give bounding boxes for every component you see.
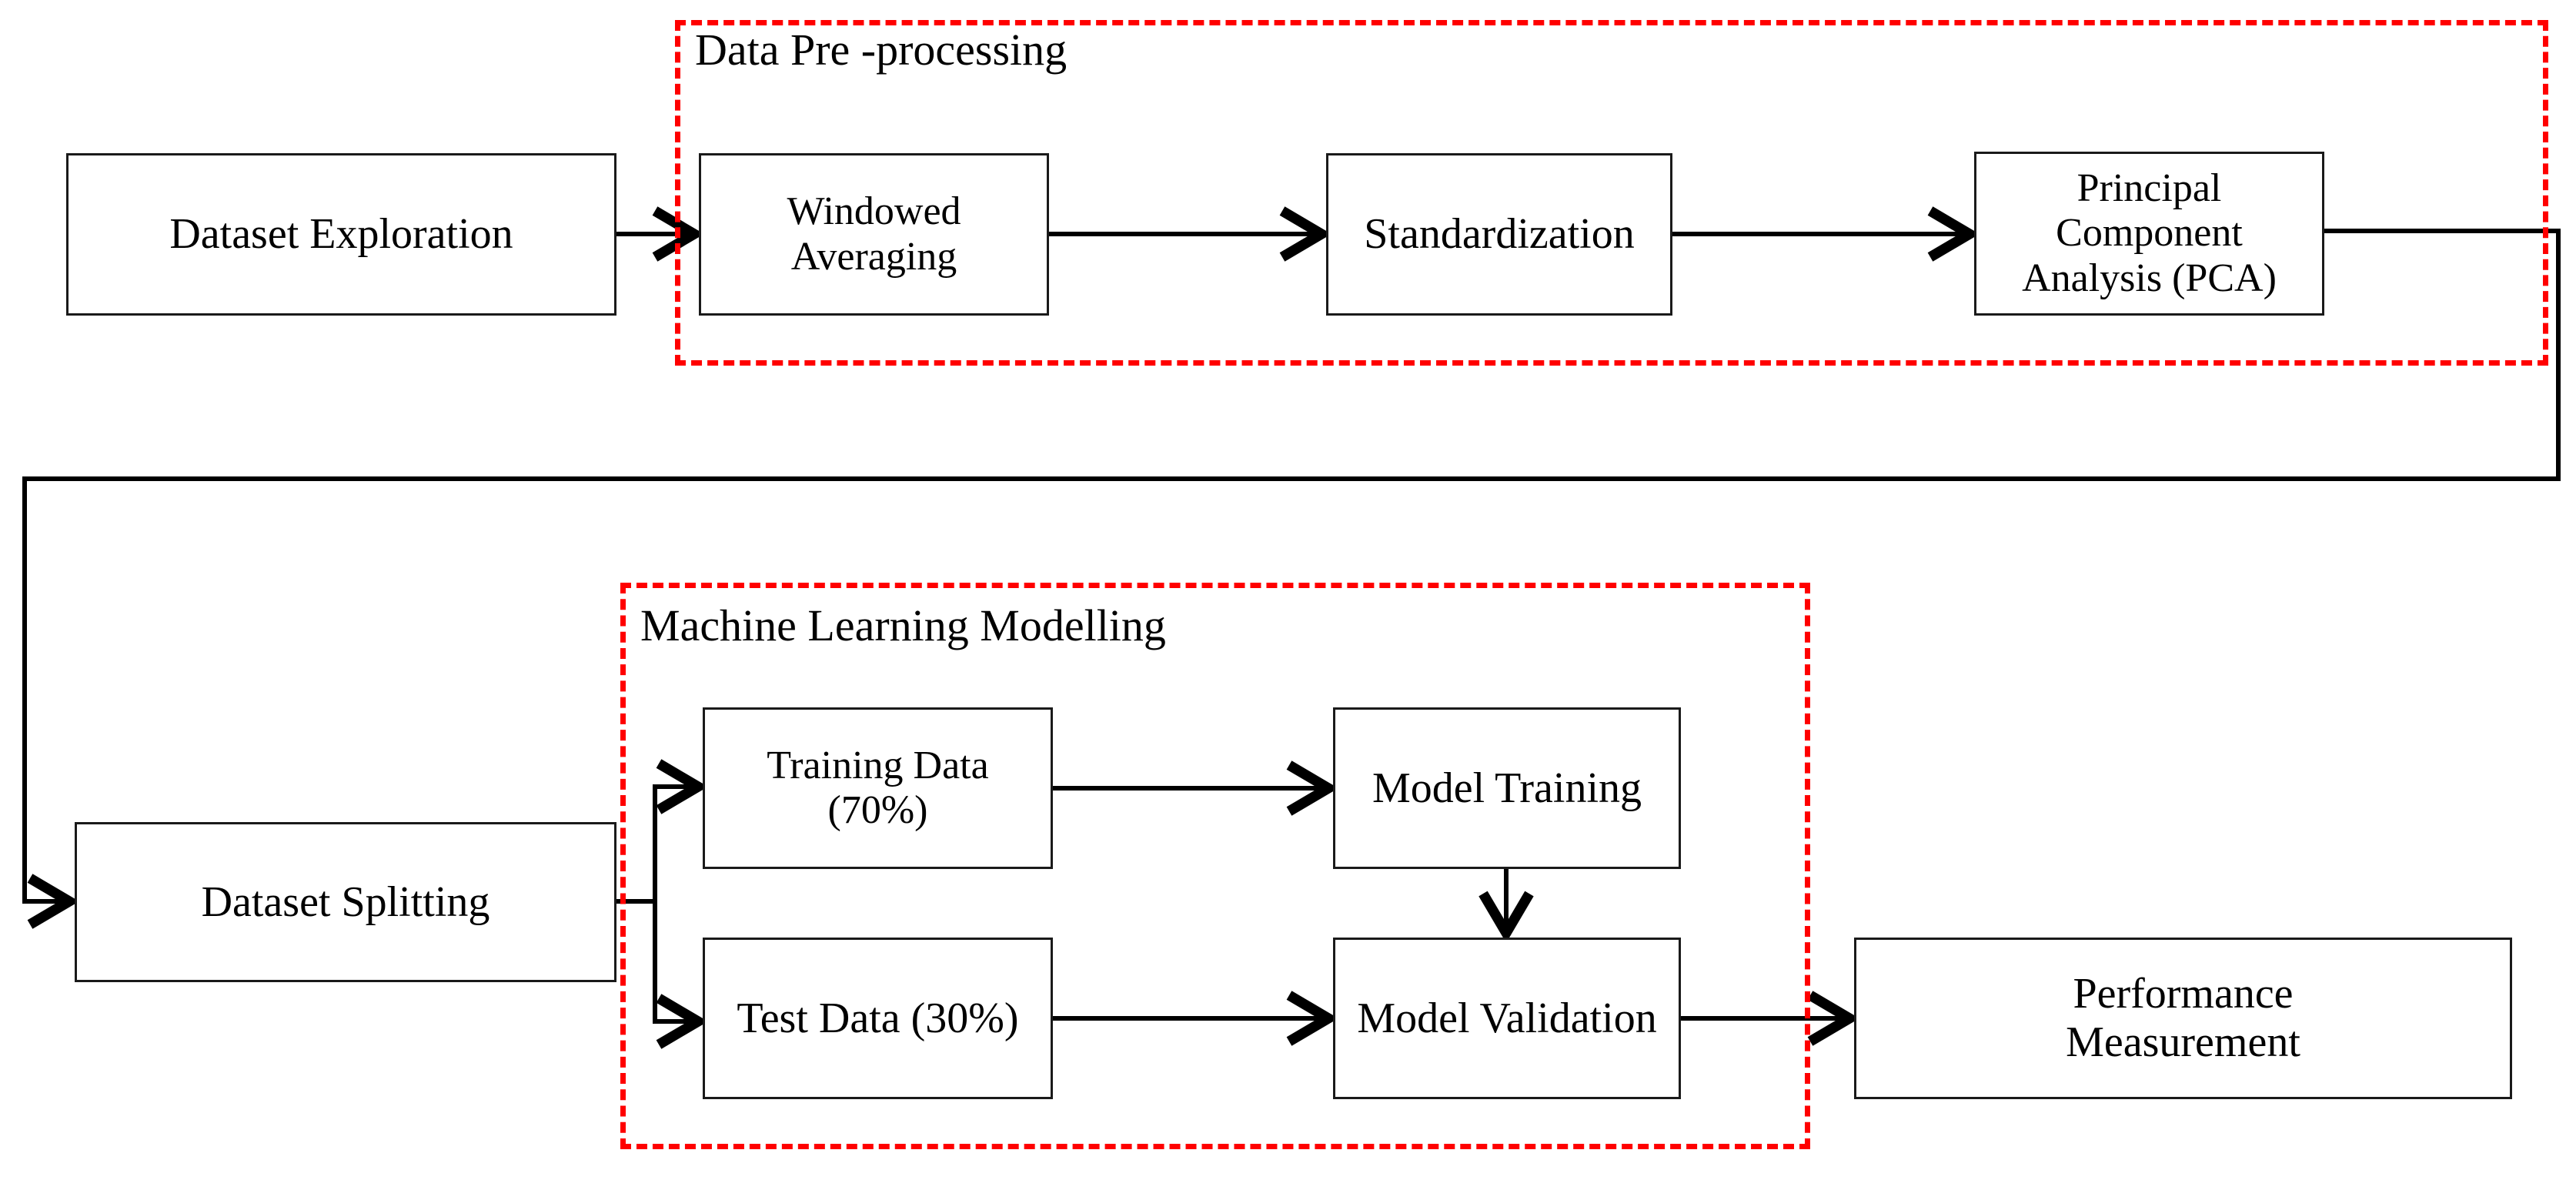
node-label-test-data: Test Data (30%): [737, 994, 1019, 1042]
node-label-principal-component-analysis: Principal Component Analysis (PCA): [2022, 166, 2277, 300]
node-model-training[interactable]: Model Training: [1333, 707, 1681, 869]
node-standardization[interactable]: Standardization: [1326, 153, 1672, 316]
node-label-dataset-exploration: Dataset Exploration: [169, 210, 513, 259]
group-title-machine-learning-modelling: Machine Learning Modelling: [640, 600, 1166, 650]
node-dataset-exploration[interactable]: Dataset Exploration: [66, 153, 616, 316]
node-training-data[interactable]: Training Data (70%): [703, 707, 1053, 869]
node-model-validation[interactable]: Model Validation: [1333, 938, 1681, 1099]
edge-pca-to-splitting: [22, 229, 2561, 901]
node-label-model-training: Model Training: [1372, 764, 1642, 812]
node-label-performance-measurement: Performance Measurement: [2066, 970, 2300, 1066]
node-label-windowed-averaging: Windowed Averaging: [787, 189, 961, 279]
node-label-standardization: Standardization: [1364, 210, 1635, 259]
node-label-model-validation: Model Validation: [1357, 994, 1657, 1042]
edge-splitting-to-training-data: [653, 787, 698, 901]
node-label-training-data: Training Data (70%): [767, 743, 989, 832]
group-title-data-preprocessing: Data Pre -processing: [695, 25, 1067, 75]
node-performance-measurement[interactable]: Performance Measurement: [1854, 938, 2512, 1099]
node-test-data[interactable]: Test Data (30%): [703, 938, 1053, 1099]
node-principal-component-analysis[interactable]: Principal Component Analysis (PCA): [1974, 152, 2324, 316]
edge-splitting-to-test-data: [653, 901, 698, 1021]
node-dataset-splitting[interactable]: Dataset Splitting: [75, 822, 616, 982]
node-windowed-averaging[interactable]: Windowed Averaging: [699, 153, 1049, 316]
node-label-dataset-splitting: Dataset Splitting: [201, 877, 490, 926]
